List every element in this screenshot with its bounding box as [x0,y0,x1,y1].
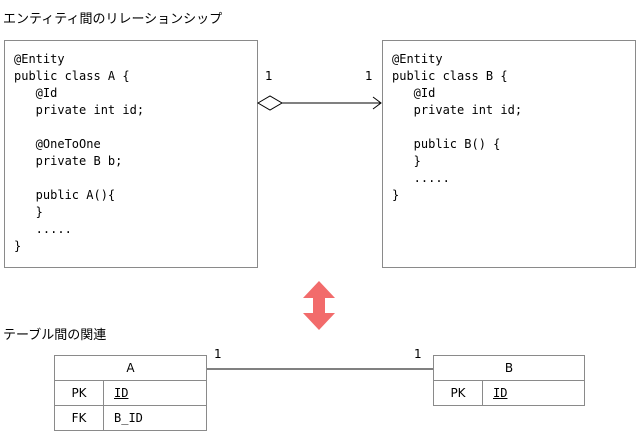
aggregation-association [257,95,382,111]
table-row: FK B_ID [54,405,207,431]
table-relationship-heading: テーブル間の関連 [3,328,107,343]
association-multiplicity-a: 1 [265,69,273,83]
table-b: B PK ID [433,355,585,406]
class-a-code: @Entity public class A { @Id private int… [14,52,145,253]
navigation-arrowhead-icon [372,96,382,110]
aggregation-diamond-icon [257,95,283,111]
table-a: A PK ID FK B_ID [54,355,207,431]
association-multiplicity-b: 1 [365,69,373,83]
class-b-code: @Entity public class B { @Id private int… [392,52,523,202]
key-type: PK [54,380,104,406]
class-b-box: @Entity public class B { @Id private int… [382,40,636,268]
relation-multiplicity-a: 1 [214,347,222,361]
key-type: PK [433,380,483,406]
table-row: PK ID [433,380,585,406]
table-b-name: B [433,355,585,381]
table-a-name: A [54,355,207,381]
relation-multiplicity-b: 1 [414,347,422,361]
column-name: B_ID [103,405,207,431]
class-a-box: @Entity public class A { @Id private int… [4,40,258,268]
column-name: ID [493,386,508,400]
entity-relationship-heading: エンティティ間のリレーションシップ [3,12,223,27]
bidirectional-mapping-arrow-icon [303,281,335,330]
column-name: ID [114,386,129,400]
table-row: PK ID [54,380,207,406]
key-type: FK [54,405,104,431]
